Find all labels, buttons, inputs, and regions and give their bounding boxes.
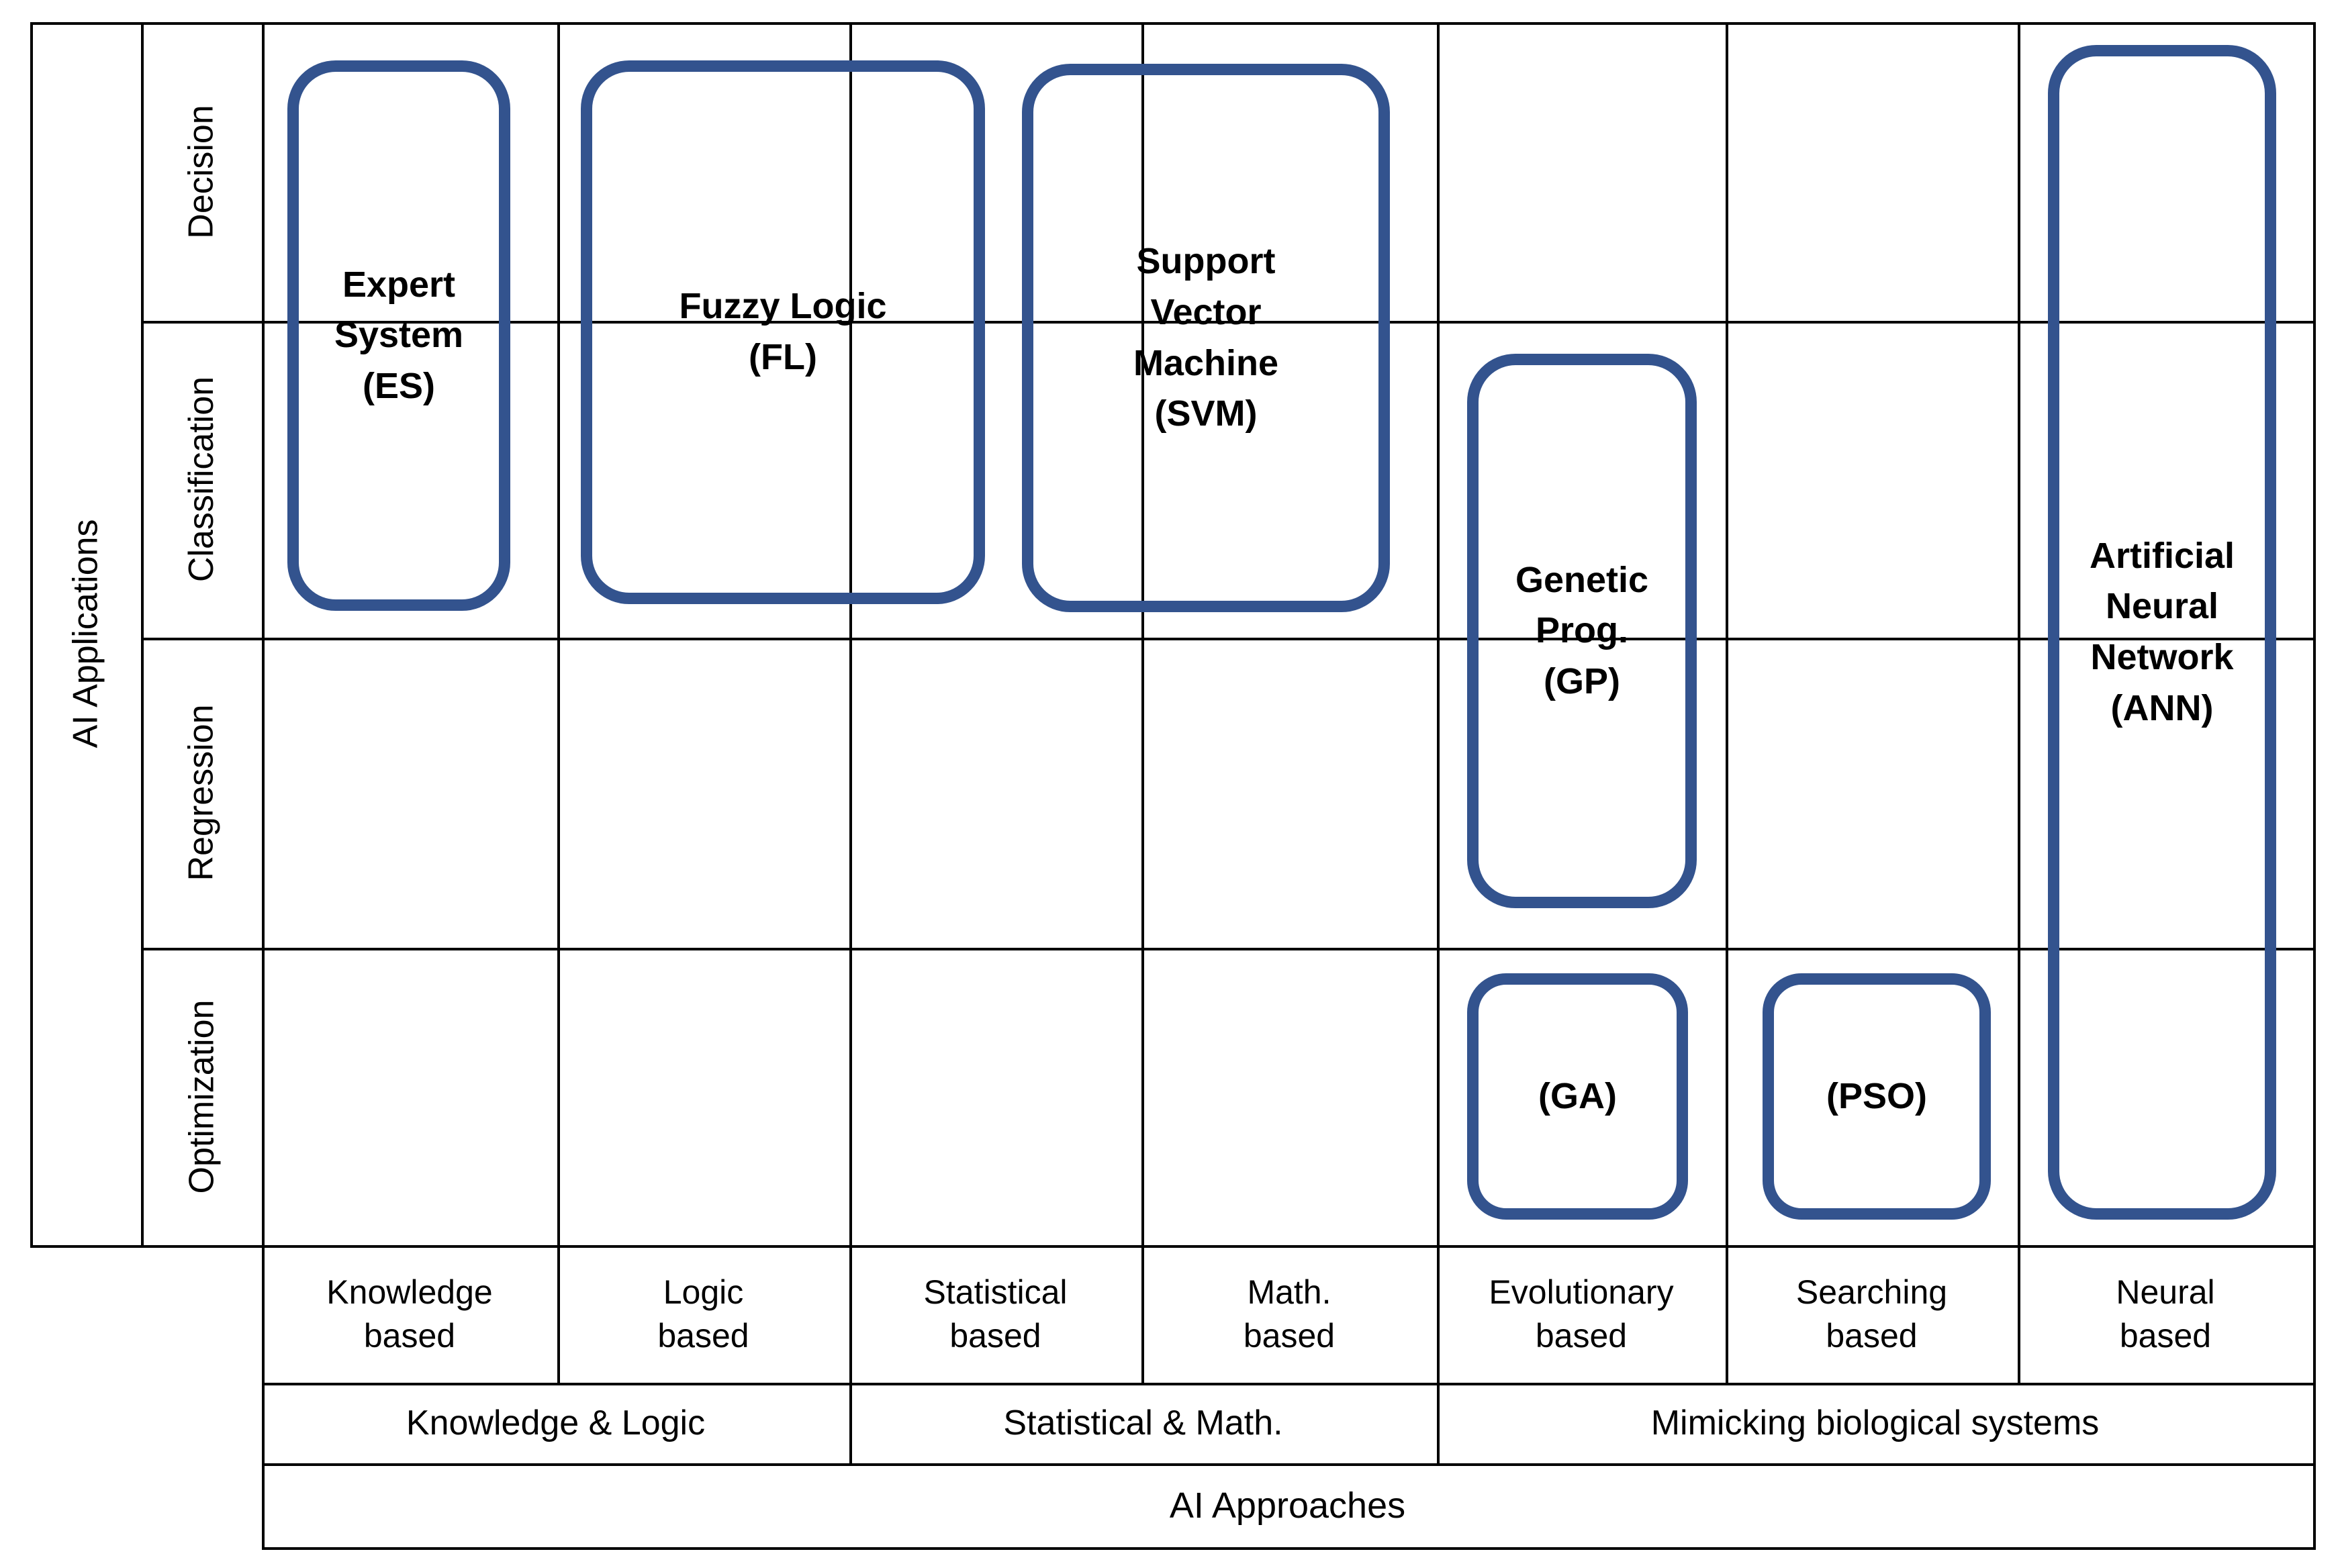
grid-line-col-2 (849, 22, 852, 1466)
column-label-evolutionary-based: Evolutionary based (1489, 1273, 1674, 1355)
fuzzy-logic-label: Fuzzy Logic (FL) (679, 286, 887, 377)
genetic-algorithm-label: (GA) (1538, 1075, 1617, 1116)
column-label-searching-based: Searching based (1795, 1273, 1948, 1355)
grid-line-row-1 (141, 321, 2316, 324)
genetic-programming-label: Genetic Prog. (GP) (1515, 559, 1649, 701)
grid-line-right-border (2313, 22, 2316, 1550)
column-label-knowledge-based: Knowledge based (326, 1273, 493, 1355)
genetic-programming-box: Genetic Prog. (GP) (1467, 354, 1697, 908)
column-label-math-based-cell: Math. based (1141, 1245, 1437, 1383)
ai-applications-label: AI Applications (66, 519, 105, 748)
group-label-knowledge-logic-cell: Knowledge & Logic (262, 1383, 849, 1463)
support-vector-machine-label: Support Vector Machine (SVM) (1133, 241, 1279, 434)
support-vector-machine-box: Support Vector Machine (SVM) (1022, 64, 1390, 612)
column-label-math-based: Math. based (1243, 1273, 1336, 1355)
grid-line-applications-split (141, 22, 144, 1248)
column-label-knowledge-based-cell: Knowledge based (262, 1245, 557, 1383)
row-label-decision-cell: Decision (141, 22, 262, 321)
row-label-classification-cell: Classification (141, 321, 262, 638)
grid-line-col-6 (2018, 22, 2020, 1385)
row-label-optimization-cell: Optimization (141, 948, 262, 1245)
artificial-neural-network-box: Artificial Neural Network (ANN) (2048, 45, 2276, 1220)
grid-line-top (30, 22, 2316, 25)
fuzzy-logic-box: Fuzzy Logic (FL) (581, 60, 985, 604)
grid-line-col-5 (1726, 22, 1728, 1385)
group-label-statistical-math-cell: Statistical & Math. (849, 1383, 1437, 1463)
ai-applications-header-cell: AI Applications (30, 22, 141, 1245)
column-label-searching-based-cell: Searching based (1726, 1245, 2018, 1383)
row-label-regression: Regression (182, 704, 221, 881)
genetic-algorithm-box: (GA) (1467, 973, 1688, 1220)
column-label-neural-based-cell: Neural based (2018, 1245, 2313, 1383)
artificial-neural-network-label: Artificial Neural Network (ANN) (2089, 535, 2235, 728)
particle-swarm-optimization-box: (PSO) (1763, 973, 1991, 1220)
grid-line-groups-bottom (262, 1463, 2316, 1466)
row-label-optimization: Optimization (182, 999, 221, 1193)
column-label-logic-based-cell: Logic based (557, 1245, 849, 1383)
group-label-mimicking-biological-cell: Mimicking biological systems (1437, 1383, 2313, 1463)
grid-line-col-4 (1437, 22, 1440, 1466)
group-label-knowledge-logic: Knowledge & Logic (406, 1404, 706, 1442)
group-label-mimicking-biological: Mimicking biological systems (1650, 1404, 2100, 1442)
row-label-decision: Decision (182, 104, 222, 239)
particle-swarm-optimization-label: (PSO) (1826, 1075, 1927, 1116)
ai-approaches-label: AI Approaches (1169, 1485, 1406, 1526)
grid-line-rowlabels-split (262, 22, 265, 1550)
expert-system-box: Expert System (ES) (287, 60, 510, 611)
column-label-evolutionary-based-cell: Evolutionary based (1437, 1245, 1726, 1383)
grid-line-left-border (30, 22, 33, 1248)
column-label-statistical-based: Statistical based (923, 1273, 1068, 1355)
grid-line-outer-bottom (262, 1547, 2316, 1550)
grid-line-row-3 (141, 948, 2316, 950)
ai-approaches-footer-cell: AI Approaches (262, 1463, 2313, 1547)
group-label-statistical-math: Statistical & Math. (1003, 1404, 1283, 1442)
column-label-logic-based: Logic based (657, 1273, 749, 1355)
column-label-statistical-based-cell: Statistical based (849, 1245, 1141, 1383)
expert-system-label: Expert System (ES) (334, 264, 464, 406)
row-label-classification: Classification (182, 376, 221, 583)
grid-line-col-1 (557, 22, 560, 1385)
row-label-regression-cell: Regression (141, 638, 262, 948)
column-label-neural-based: Neural based (2116, 1273, 2215, 1355)
grid-line-columns-bottom (262, 1383, 2316, 1385)
grid-line-matrix-bottom (30, 1245, 2316, 1248)
grid-line-col-3 (1141, 22, 1144, 1385)
grid-line-row-2 (141, 638, 2316, 640)
